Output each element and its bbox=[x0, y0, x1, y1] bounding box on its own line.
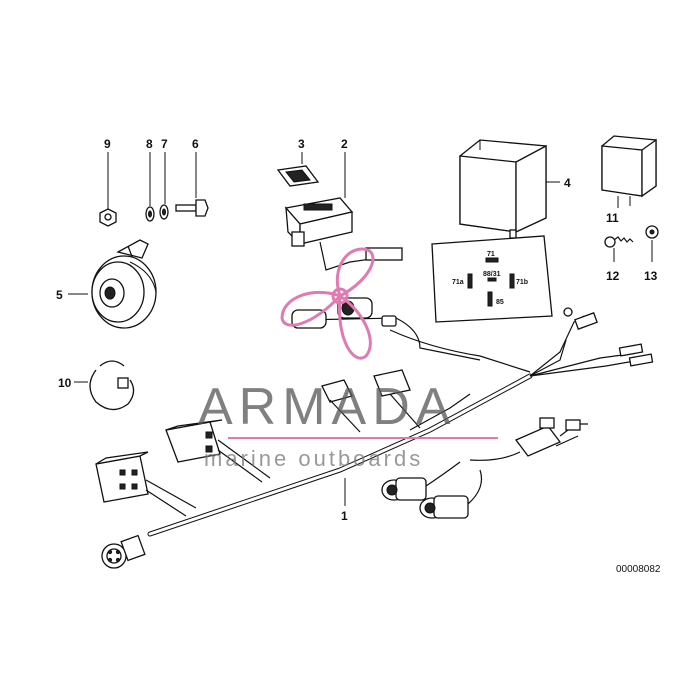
reference-number: 00008082 bbox=[616, 564, 661, 575]
pin-8831-label: 88/31 bbox=[483, 271, 501, 278]
callout-11: 11 bbox=[606, 211, 619, 225]
callout-13: 13 bbox=[644, 269, 658, 283]
watermark-tagline: marine outboards bbox=[204, 446, 423, 471]
armada-watermark: ARMADA marine outboards bbox=[198, 247, 498, 471]
part-12-screw bbox=[604, 236, 634, 262]
watermark-brand: ARMADA bbox=[198, 378, 456, 436]
part-4-relay bbox=[459, 139, 560, 239]
part-8-washer bbox=[145, 152, 155, 222]
part-3-seal bbox=[276, 152, 320, 187]
callout-4: 4 bbox=[564, 176, 571, 190]
propeller-logo bbox=[280, 247, 375, 360]
round-plug-connector bbox=[419, 469, 483, 519]
callout-1: 1 bbox=[341, 509, 348, 523]
pin-71-label: 71 bbox=[487, 251, 495, 258]
callout-6: 6 bbox=[192, 137, 199, 151]
pin-85-label: 85 bbox=[496, 299, 504, 306]
pin-71b-label: 71b bbox=[516, 279, 528, 286]
part-10-clamp bbox=[74, 360, 135, 411]
part-13-nut bbox=[645, 225, 659, 262]
round-plug-connector bbox=[381, 461, 461, 501]
part-5-horn bbox=[68, 239, 157, 329]
part-9-nut bbox=[99, 152, 117, 227]
callout-12: 12 bbox=[606, 269, 620, 283]
relay-pinout-diagram: 71 88/31 71a 71b 85 bbox=[431, 235, 553, 323]
part-11-relay bbox=[601, 135, 657, 208]
callout-3: 3 bbox=[298, 137, 305, 151]
part-1-wiring-harness bbox=[95, 297, 654, 569]
callout-9: 9 bbox=[104, 137, 111, 151]
callout-5: 5 bbox=[56, 288, 63, 302]
pin-71a-label: 71a bbox=[452, 279, 464, 286]
callout-7: 7 bbox=[161, 137, 168, 151]
part-2-switch bbox=[284, 152, 403, 271]
callout-8: 8 bbox=[146, 137, 153, 151]
callout-10: 10 bbox=[58, 376, 72, 390]
part-6-bolt bbox=[175, 152, 209, 217]
callout-2: 2 bbox=[341, 137, 348, 151]
part-7-washer bbox=[159, 152, 169, 220]
